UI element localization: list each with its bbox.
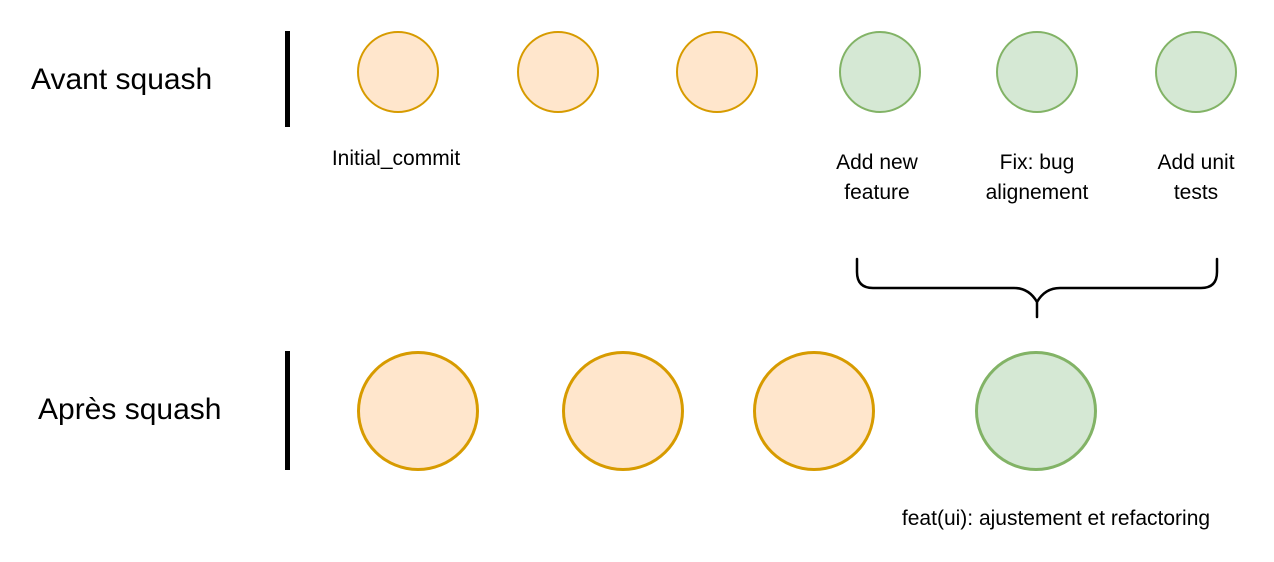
after-row-label: Après squash — [38, 393, 222, 426]
commit-circle-add-new-feature — [839, 31, 921, 113]
curly-brace — [855, 257, 1219, 319]
commit-label-add-unit-tests: Add unit tests — [1157, 151, 1235, 204]
before-row-label: Avant squash — [31, 63, 213, 96]
squashed-commit-circle-2 — [562, 351, 684, 471]
commit-circle-initial — [357, 31, 439, 113]
squashed-commit-circle-3 — [753, 351, 875, 471]
squashed-commit-circle-1 — [357, 351, 479, 471]
commit-label-feat-ui: feat(ui): ajustement et refactoring — [901, 507, 1211, 530]
commit-circle-fix-bug — [996, 31, 1078, 113]
commit-label-initial: Initial_commit — [331, 147, 461, 170]
squashed-commit-circle-feat — [975, 351, 1097, 471]
commit-circle-2 — [517, 31, 599, 113]
before-row-divider-line — [285, 31, 290, 127]
commit-label-fix-bug: Fix: bug alignement — [985, 151, 1089, 204]
after-row-divider-line — [285, 351, 290, 470]
commit-circle-add-unit-tests — [1155, 31, 1237, 113]
commit-label-add-new-feature: Add new feature — [836, 151, 918, 204]
commit-circle-3 — [676, 31, 758, 113]
